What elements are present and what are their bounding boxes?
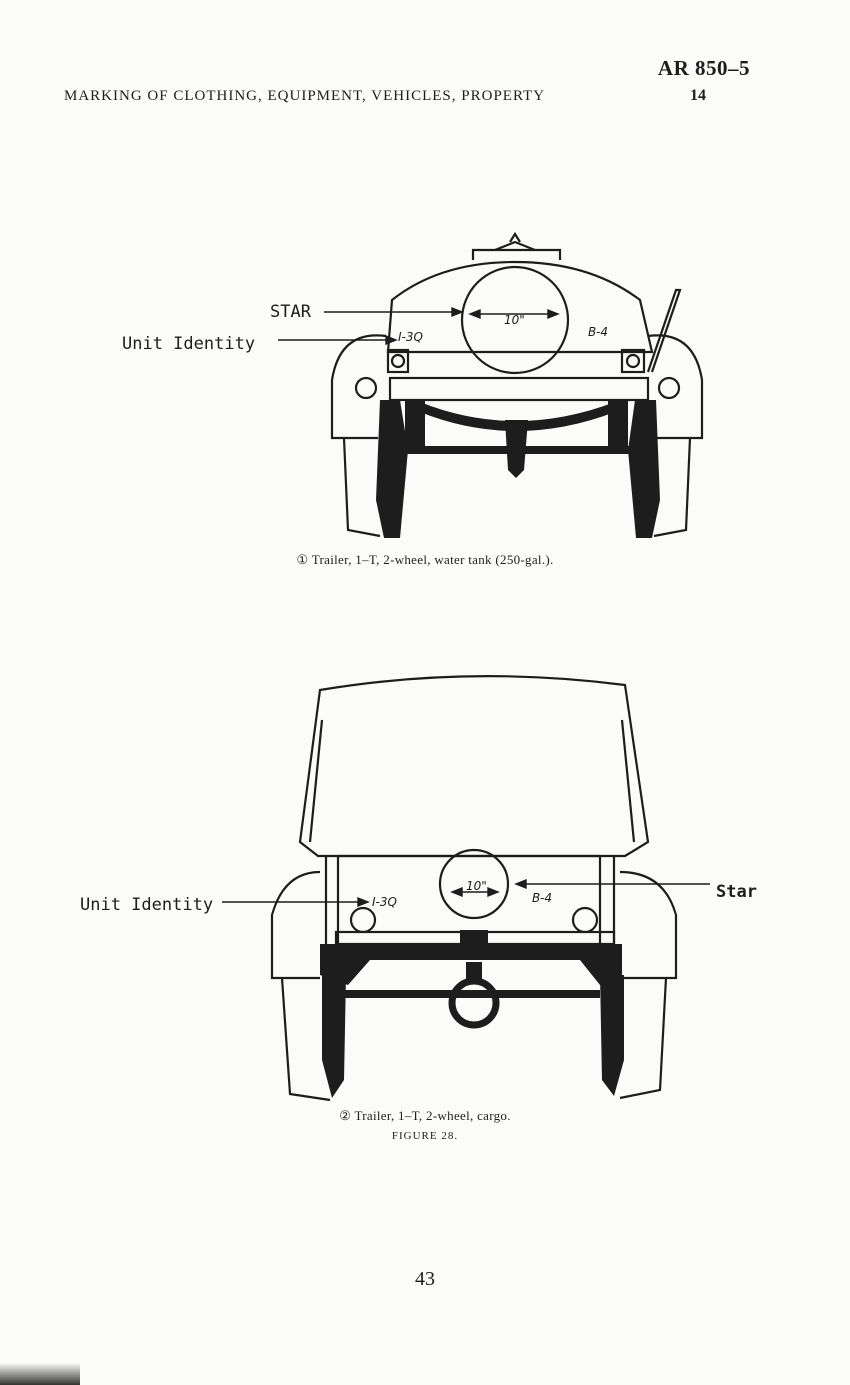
fig1-unit-identity-label: Unit Identity (122, 334, 256, 354)
fig2-unit-identity-label: Unit Identity (80, 895, 214, 915)
section-number: 14 (690, 87, 706, 104)
figure-title: FIGURE 28. (391, 1130, 459, 1142)
fig2-star-label: Star (716, 882, 757, 902)
fig1-star-label: STAR (270, 302, 311, 322)
figure-water-tank-trailer: I-3Q 10" B-4 (278, 231, 704, 538)
fig1-caption: ① Trailer, 1–T, 2-wheel, water tank (250… (296, 552, 554, 567)
fig2-unit-marking: I-3Q (372, 895, 397, 909)
fig2-dimension-marking: 10" (466, 879, 487, 893)
fig1-vehicle-marking: B-4 (588, 325, 608, 339)
fig1-unit-marking: I-3Q (398, 330, 423, 344)
scan-edge-shadow (0, 1363, 80, 1385)
document-code: AR 850–5 (657, 56, 750, 80)
running-head: MARKING OF CLOTHING, EQUIPMENT, VEHICLES… (64, 88, 546, 104)
page-number: 43 (415, 1268, 435, 1290)
fig2-vehicle-marking: B-4 (532, 891, 552, 905)
fig1-dimension-marking: 10" (504, 313, 525, 327)
figure-cargo-trailer: I-3Q 10" B-4 (222, 675, 710, 1102)
fig2-caption: ② Trailer, 1–T, 2-wheel, cargo. (339, 1108, 511, 1123)
